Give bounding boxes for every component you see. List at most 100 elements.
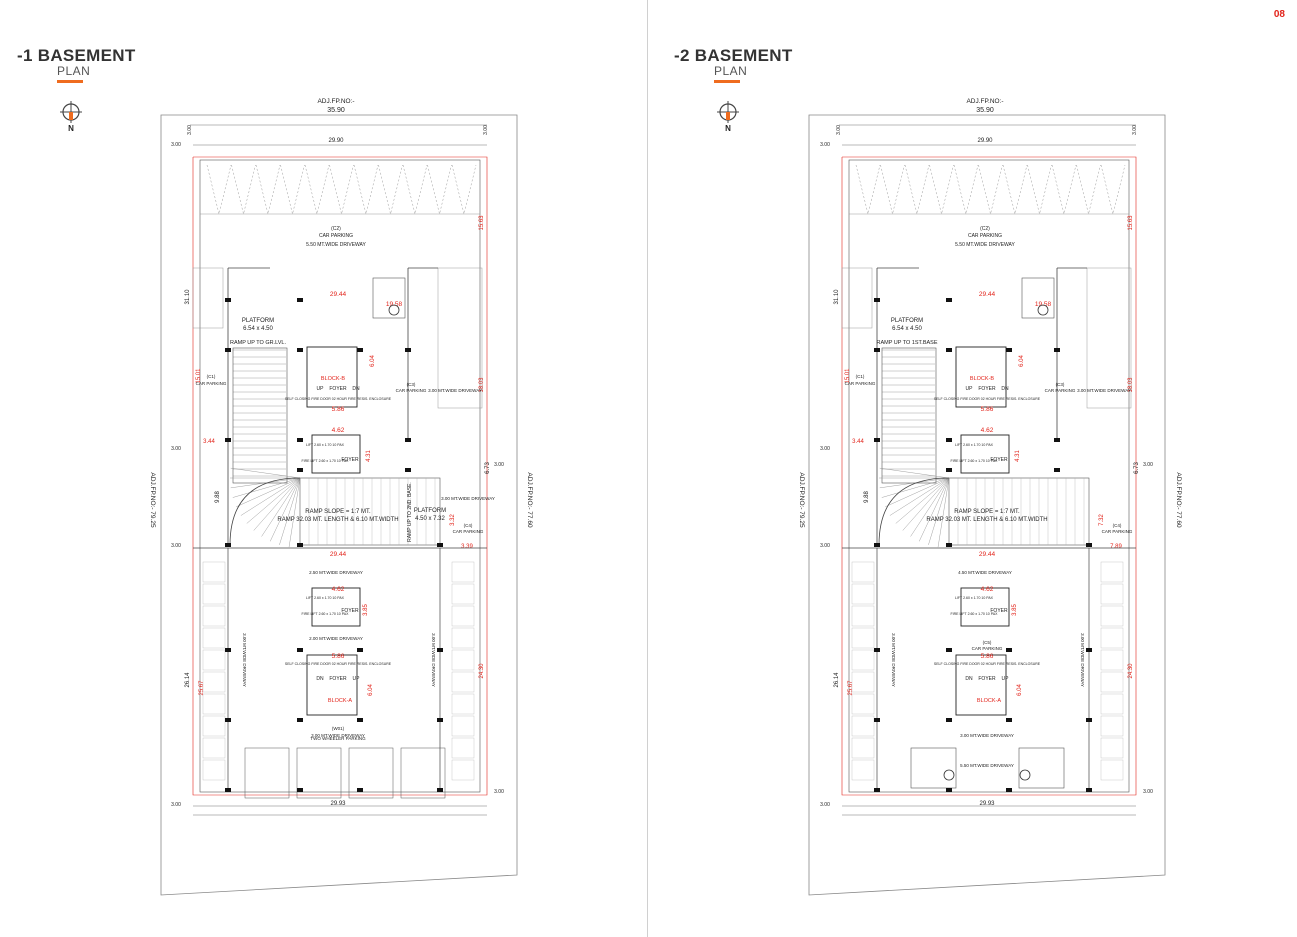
structural-column — [874, 788, 880, 792]
foyer-label: FOYER — [341, 457, 359, 463]
dimension-value: 6.04 — [370, 355, 376, 367]
structural-column — [297, 468, 303, 472]
wheelchair-icon — [388, 304, 400, 316]
dimension-value: 6.04 — [368, 684, 374, 696]
fire-lift-label: FIRE LIFT 2.60 x 1.70 10 PAX — [951, 612, 999, 616]
disability-parking — [910, 747, 957, 789]
parking-bay — [202, 671, 226, 693]
dimension-value: 4.62 — [332, 586, 345, 593]
driveway-label: 5.50 MT.WIDE DRIVEWAY — [306, 242, 366, 248]
dimension-value: 5.86 — [332, 406, 345, 413]
ramp-curve — [229, 477, 301, 546]
block-a-core — [306, 654, 358, 716]
dimension-value: 9.88 — [864, 491, 870, 503]
lift-core — [311, 434, 361, 474]
dimension-value: 29.44 — [979, 291, 996, 298]
structural-column — [1006, 788, 1012, 792]
driveway-label: 3.00 MT.WIDE DRIVEWAY — [242, 633, 247, 687]
setback-dim: 3.00 — [171, 802, 181, 808]
ramp-slope-label: RAMP SLOPE = 1:7 MT. — [954, 509, 1020, 515]
dimension-value: 7.32 — [1099, 514, 1105, 526]
parking-bay — [353, 164, 379, 215]
parking-bay — [1100, 737, 1124, 759]
structural-column — [437, 788, 443, 792]
platform-label: PLATFORM — [242, 318, 274, 324]
up-label: UP — [1002, 676, 1010, 682]
driveway-label: 3.00 MT.WIDE DRIVEWAY — [431, 633, 436, 687]
structural-column — [1054, 438, 1060, 442]
platform-size: 4.50 x 7.32 — [415, 516, 445, 522]
dimension-value: 15.01 — [196, 368, 202, 384]
parking-bay — [202, 649, 226, 671]
setback-dim: 3.00 — [820, 543, 830, 549]
ramp-fan-line — [246, 477, 301, 524]
parking-bay — [304, 164, 330, 215]
structural-column — [1006, 348, 1012, 352]
site-boundary — [160, 114, 518, 896]
ramp-fan-line — [261, 477, 301, 537]
parking-bay — [855, 164, 881, 215]
structural-column — [405, 438, 411, 442]
parking-bay — [378, 164, 403, 215]
structural-column — [1006, 718, 1012, 722]
foyer-label: FOYER — [341, 608, 359, 614]
structural-column — [225, 648, 231, 652]
parking-bay — [841, 267, 873, 329]
structural-column — [297, 718, 303, 722]
north-arrow-icon — [69, 112, 73, 120]
fire-door-note: SELF CLOSING FIRE DOOR 02 HOUR FIRE RESI… — [285, 397, 392, 401]
disability-parking — [372, 277, 406, 319]
setback-dim: 3.00 — [171, 142, 181, 148]
structural-column — [405, 468, 411, 472]
parking-bay — [851, 561, 875, 583]
parking-bay — [451, 164, 477, 215]
fire-door-note: SELF CLOSING FIRE DOOR 02 HOUR FIRE RESI… — [934, 662, 1041, 666]
structural-column — [946, 718, 952, 722]
parking-bay — [1100, 759, 1124, 781]
parking-bay — [851, 759, 875, 781]
dimension-value: 3.44 — [852, 439, 864, 445]
ramp-fan-line — [895, 477, 950, 524]
dimension-value: 26.14 — [834, 672, 840, 688]
parking-bay — [1100, 583, 1124, 605]
structural-column — [357, 718, 363, 722]
structural-column — [1006, 648, 1012, 652]
parking-bay — [451, 759, 475, 781]
structural-column — [1054, 468, 1060, 472]
ramp-up-label: RAMP UP TO 2ND. BASE. — [407, 482, 413, 542]
zone-code: (C2) — [331, 226, 341, 232]
structural-column — [225, 718, 231, 722]
lift-label: LIFT 2.60 x 1.70 10 PAX — [955, 443, 994, 447]
ramp-label: RAMP UP TO 1ST.BASE — [876, 340, 937, 346]
driveway-label: 3.00 MT.WIDE DRIVEWAY — [1077, 388, 1131, 393]
side-adjacent-label: ADJ.FP.NO:- 77.60 — [1175, 472, 1182, 528]
ramp-fan-line — [236, 477, 301, 507]
platform-label: PLATFORM — [891, 318, 923, 324]
zone-label: CAR PARKING — [1045, 388, 1076, 393]
dimension-value: 4.31 — [366, 450, 372, 462]
inner-bottom-dim: 29.93 — [330, 801, 346, 807]
parking-bay — [904, 164, 930, 215]
parking-bay — [1100, 693, 1124, 715]
foyer-label: FOYER — [990, 608, 1008, 614]
parking-bay — [202, 759, 226, 781]
zone-code: (C4) — [464, 523, 473, 528]
lift-label: LIFT 2.60 x 1.70 10 PAX — [306, 596, 345, 600]
structural-column — [437, 648, 443, 652]
structural-column — [946, 438, 952, 442]
zone-label: CAR PARKING — [319, 233, 353, 239]
wheelchair-icon — [1019, 769, 1031, 781]
parking-bay — [1076, 164, 1101, 215]
zone-code: (C2) — [980, 226, 990, 232]
dimension-value: 3.85 — [363, 604, 369, 616]
parking-bay — [202, 737, 226, 759]
plan-title: -2 BASEMENT — [674, 46, 793, 65]
foyer-label: FOYER — [990, 457, 1008, 463]
two-wheeler-bay — [296, 747, 342, 799]
structural-column — [225, 543, 231, 547]
parking-bay — [202, 561, 226, 583]
north-arrow-icon — [726, 112, 730, 120]
structural-column — [1086, 788, 1092, 792]
driveway-label: 2.00 MT.WIDE DRIVEWAY — [309, 636, 363, 641]
structural-column — [1086, 718, 1092, 722]
